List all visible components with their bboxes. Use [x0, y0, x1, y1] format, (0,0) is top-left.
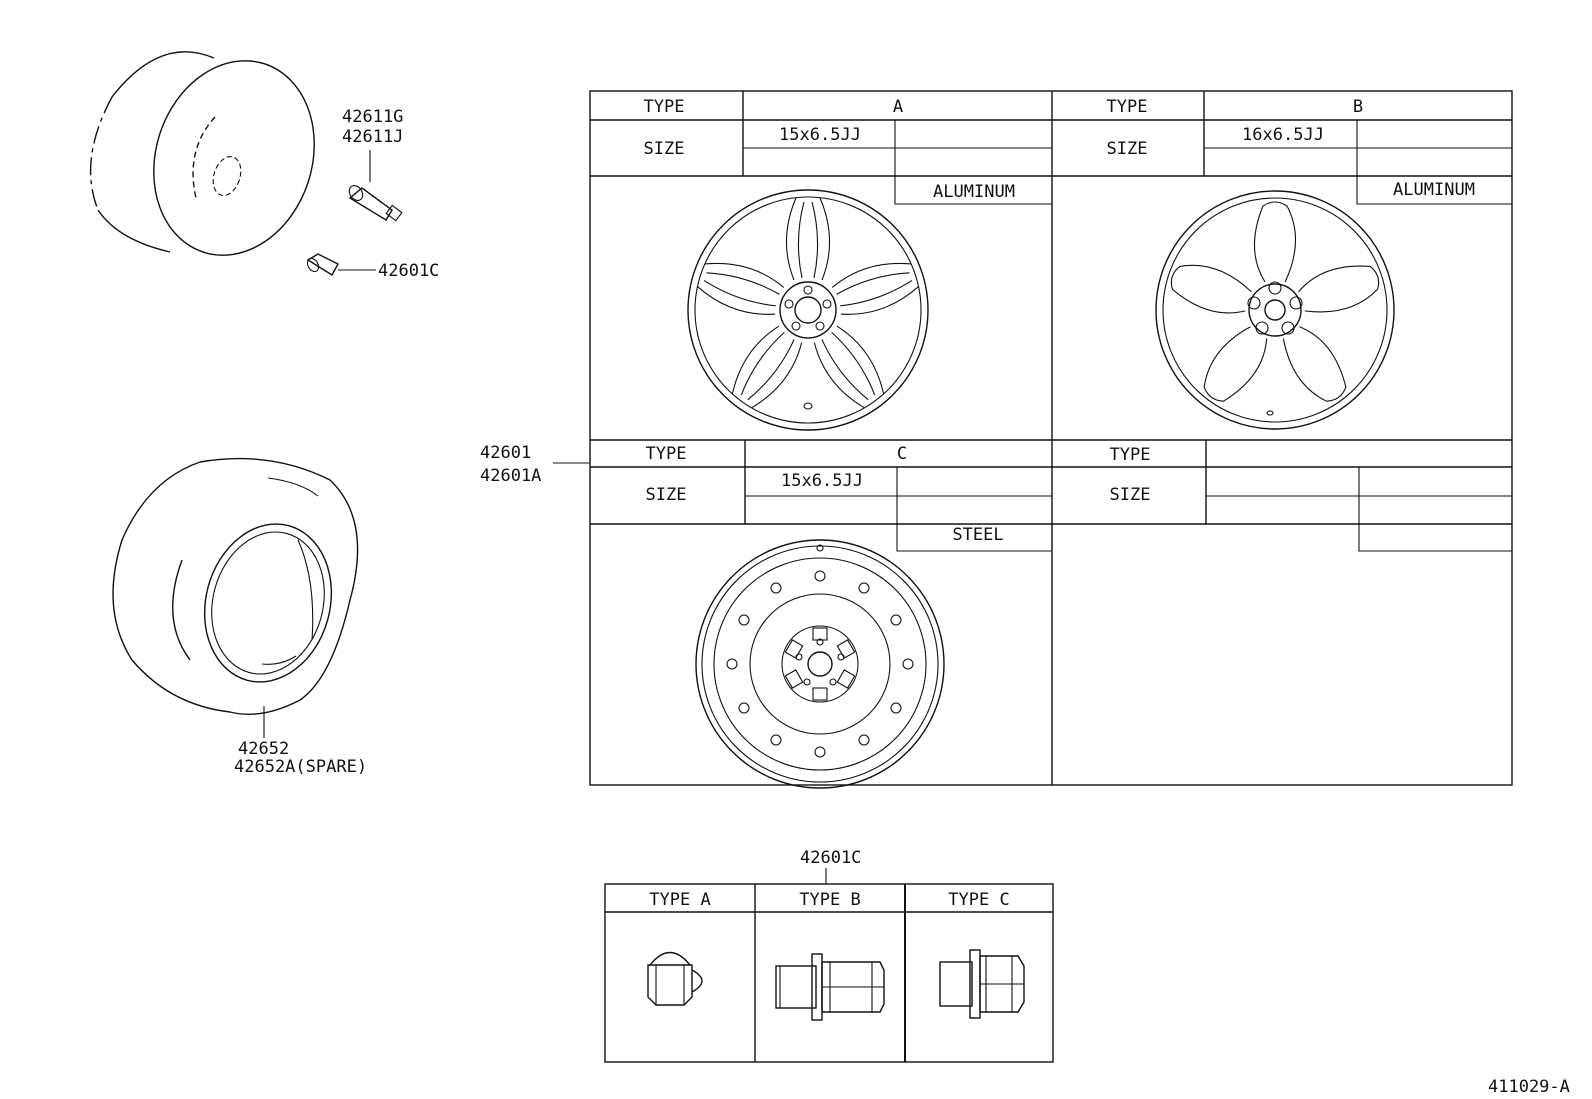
- type-label-c: TYPE: [646, 444, 687, 464]
- valve-cap-illustration: [306, 253, 376, 276]
- size-label-c: SIZE: [646, 485, 687, 505]
- callout-42652a-spare: 42652A(SPARE): [234, 757, 367, 777]
- lug-nut-type-b-illustration: [775, 953, 885, 1021]
- type-value-c: C: [897, 444, 907, 464]
- callout-42601a: 42601A: [480, 466, 541, 486]
- lug-nut-type-c-illustration: [939, 949, 1025, 1019]
- material-c: STEEL: [952, 525, 1003, 545]
- wheel-type-table: [589, 90, 1513, 786]
- size-value-c: 15x6.5JJ: [781, 471, 863, 491]
- type-label-d: TYPE: [1110, 445, 1151, 465]
- lug-nut-table: [604, 883, 1054, 1063]
- material-b: ALUMINUM: [1393, 180, 1475, 200]
- nut-header-type-b: TYPE B: [799, 890, 860, 910]
- material-a: ALUMINUM: [933, 182, 1015, 202]
- callout-42652: 42652: [238, 739, 289, 759]
- type-label-a: TYPE: [644, 97, 685, 117]
- lug-nut-type-a-illustration: [647, 951, 703, 1006]
- nut-header-type-c: TYPE C: [948, 890, 1009, 910]
- size-label-b: SIZE: [1107, 139, 1148, 159]
- size-value-b: 16x6.5JJ: [1242, 125, 1324, 145]
- wheel-type-c-illustration: [695, 539, 945, 789]
- callout-42601c-valve: 42601C: [378, 261, 439, 281]
- wheel-type-b-illustration: [1155, 190, 1395, 430]
- nut-header-type-a: TYPE A: [649, 890, 710, 910]
- type-value-b: B: [1353, 97, 1363, 117]
- figure-id: 411029-A: [1488, 1077, 1570, 1097]
- size-label-a: SIZE: [644, 139, 685, 159]
- valve-stem-illustration: [348, 150, 403, 222]
- tire-illustration: [112, 457, 359, 738]
- callout-42601: 42601: [480, 443, 531, 463]
- callout-42611j: 42611J: [342, 127, 403, 147]
- type-value-a: A: [893, 97, 903, 117]
- wheel-rim-illustration: [89, 51, 315, 256]
- type-label-b: TYPE: [1107, 97, 1148, 117]
- callout-42611g: 42611G: [342, 107, 403, 127]
- wheel-type-a-illustration: [687, 189, 929, 431]
- size-value-a: 15x6.5JJ: [779, 125, 861, 145]
- size-label-d: SIZE: [1110, 485, 1151, 505]
- callout-42601c-table: 42601C: [800, 848, 861, 868]
